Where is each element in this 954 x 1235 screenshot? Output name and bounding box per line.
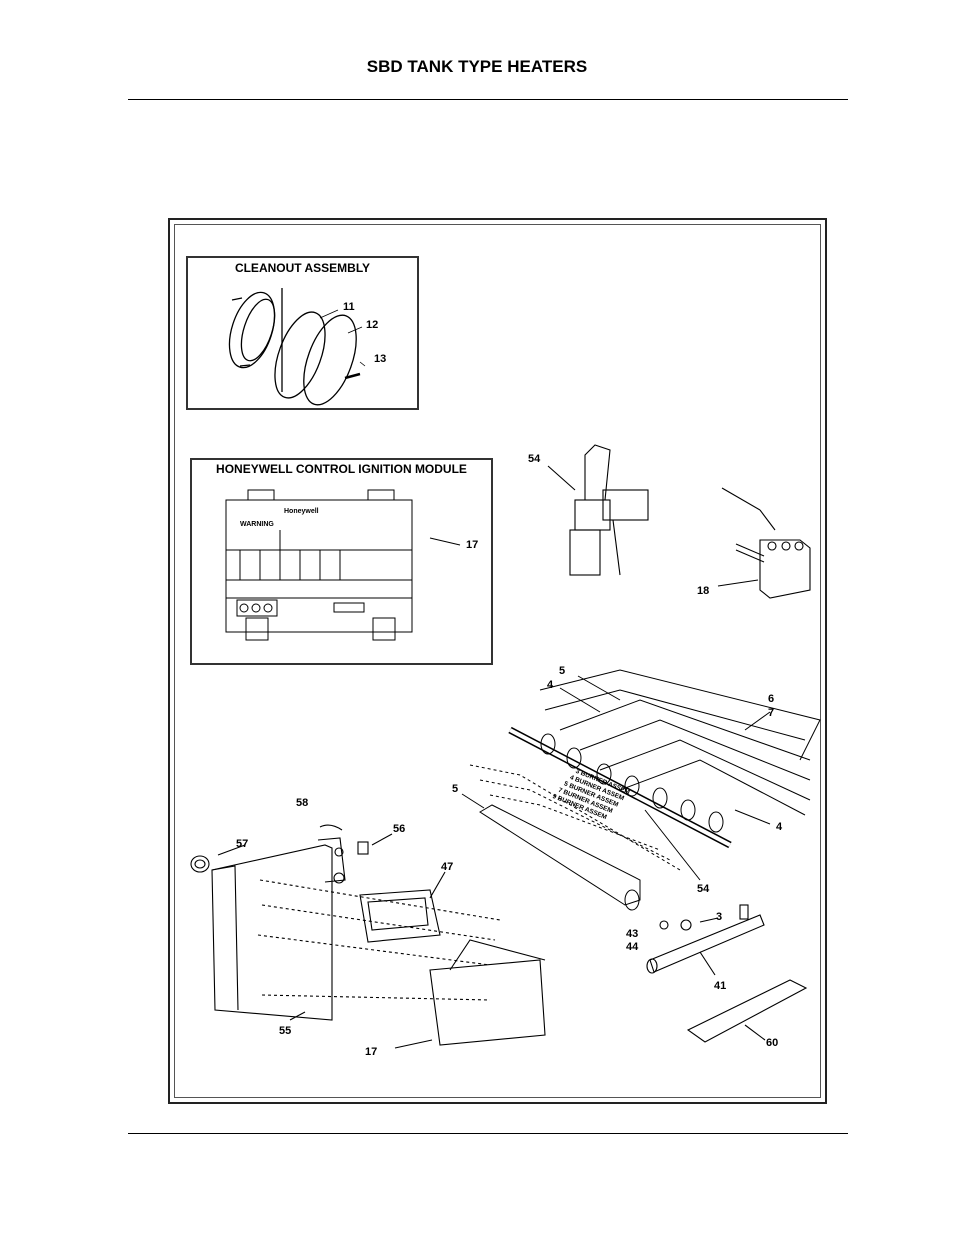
callout-13: 13 <box>374 353 386 365</box>
callout-56: 56 <box>393 823 405 835</box>
cleanout-assembly-box <box>186 256 419 410</box>
callout-7: 7 <box>768 707 774 719</box>
callout-3: 3 <box>716 911 722 923</box>
pilot-drawing <box>547 444 649 576</box>
callout-54-burner: 54 <box>697 883 710 895</box>
module-brand-text: Honeywell <box>284 508 319 515</box>
callout-41: 41 <box>714 980 726 992</box>
callout-58: 58 <box>296 797 308 809</box>
callout-43: 43 <box>626 928 638 940</box>
callout-60: 60 <box>766 1037 778 1049</box>
sensor-drawing <box>717 487 811 599</box>
module-drawing <box>225 489 461 641</box>
callout-6: 6 <box>768 693 774 705</box>
callout-17-module: 17 <box>466 539 478 551</box>
diagram-frame <box>168 218 827 1104</box>
single-burner-drawing <box>461 793 641 911</box>
callout-12: 12 <box>366 319 378 331</box>
cleanout-drawing <box>228 288 366 406</box>
header-rule <box>128 99 848 100</box>
mount-drawing <box>190 824 546 1049</box>
callout-5-left: 5 <box>452 783 458 795</box>
footer-rule <box>128 1133 848 1134</box>
manifold-drawing <box>646 904 808 1043</box>
callout-5-top: 5 <box>559 665 565 677</box>
callout-54-pilot: 54 <box>528 453 541 465</box>
module-warning-text: WARNING <box>240 521 274 528</box>
callout-18: 18 <box>697 585 709 597</box>
callout-17-mount: 17 <box>365 1046 377 1058</box>
callout-11: 11 <box>343 301 355 313</box>
page-title: SBD TANK TYPE HEATERS <box>366 57 588 76</box>
callout-4-top: 4 <box>547 679 554 691</box>
callout-47: 47 <box>441 861 453 873</box>
burner-assembly-labels: 3 BURNER ASSEM 4 BURNER ASSEM 5 BURNER A… <box>551 768 630 821</box>
callout-4-right: 4 <box>776 821 783 833</box>
ignition-module-title: HONEYWELL CONTROL IGNITION MODULE <box>216 462 467 476</box>
callout-57: 57 <box>236 838 248 850</box>
callout-55: 55 <box>279 1025 291 1037</box>
diagram-inner-frame <box>174 224 821 1098</box>
callout-44: 44 <box>626 941 639 953</box>
cleanout-assembly-title: CLEANOUT ASSEMBLY <box>234 261 371 275</box>
burner-drawing <box>469 669 821 881</box>
